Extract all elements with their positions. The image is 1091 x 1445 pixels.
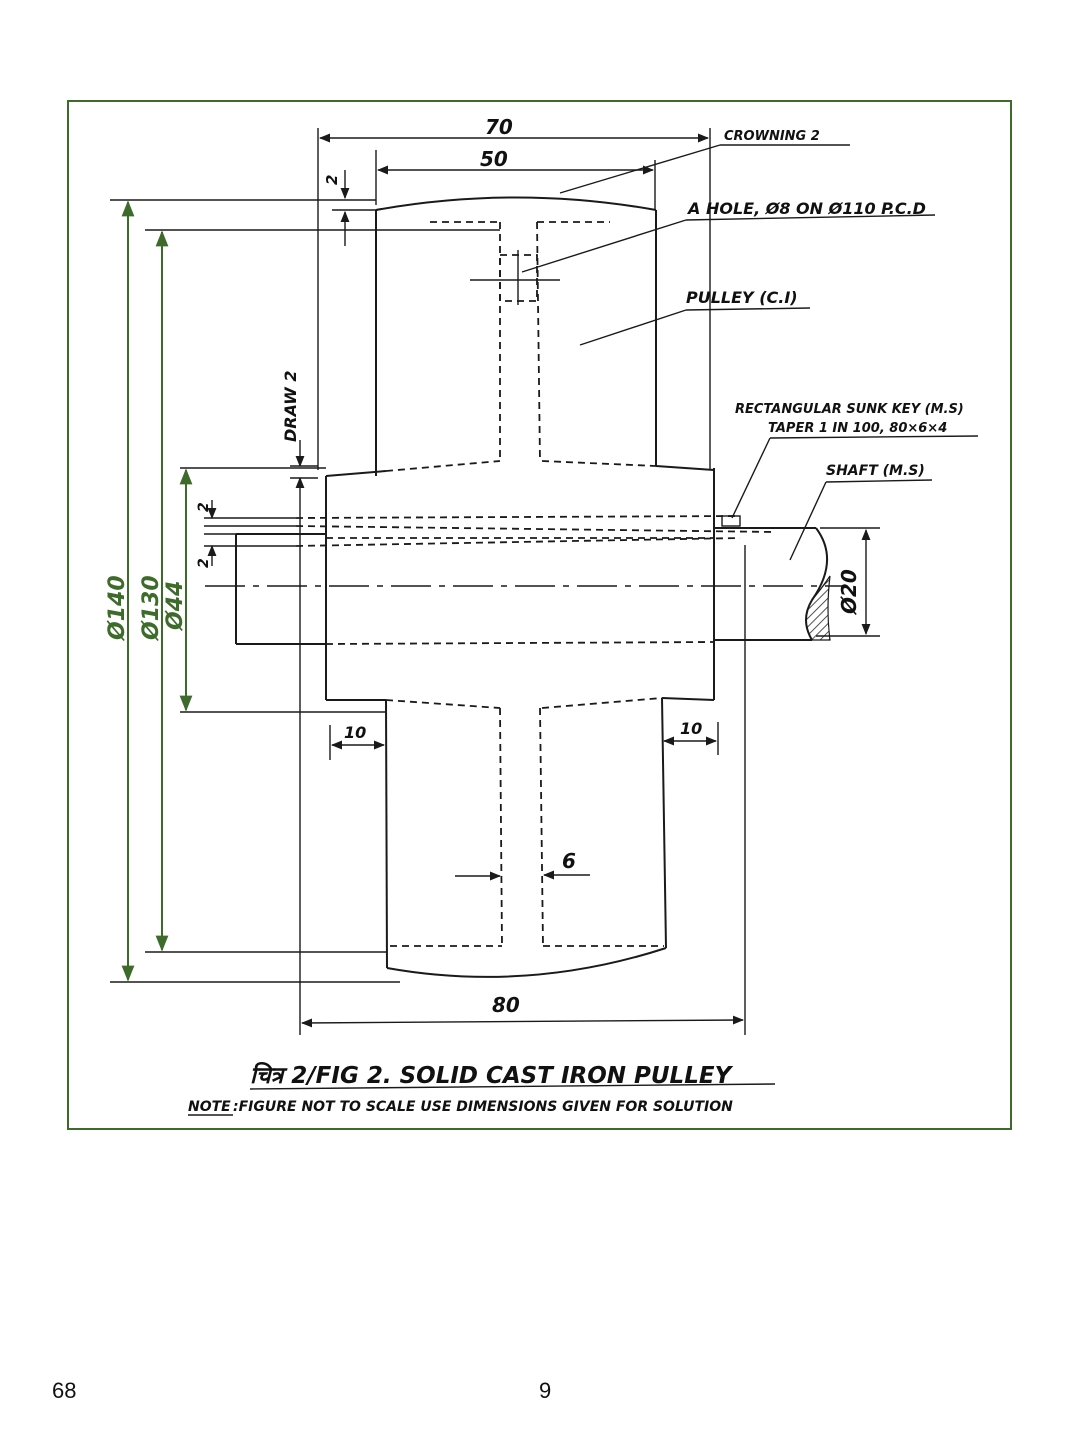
dim-d44: Ø44 bbox=[163, 468, 193, 712]
pulley-rim bbox=[375, 196, 667, 978]
dim-key-2: 2 2 bbox=[196, 500, 296, 568]
sunk-key bbox=[295, 515, 776, 547]
label-pulley: PULLEY (C.I) bbox=[579, 288, 811, 346]
svg-text:80: 80 bbox=[492, 993, 520, 1017]
svg-text:चित्र 2/FIG 2. SOLID CAST IRON: चित्र 2/FIG 2. SOLID CAST IRON PULLEY bbox=[250, 1061, 734, 1089]
dim-shaft-d20: Ø20 bbox=[816, 527, 880, 637]
svg-text:SHAFT (M.S): SHAFT (M.S) bbox=[826, 463, 925, 479]
svg-text:10: 10 bbox=[680, 719, 702, 738]
label-hole: A HOLE, Ø8 ON Ø110 P.C.D bbox=[521, 199, 936, 273]
dim-web-6: 6 bbox=[455, 849, 590, 881]
svg-text:NOTE: NOTE bbox=[188, 1099, 231, 1115]
svg-text:A HOLE, Ø8 ON Ø110 P.C.D: A HOLE, Ø8 ON Ø110 P.C.D bbox=[686, 199, 926, 218]
svg-text:Ø20: Ø20 bbox=[837, 569, 861, 615]
figure-caption: चित्र 2/FIG 2. SOLID CAST IRON PULLEY NO… bbox=[188, 1061, 776, 1116]
pulley-web bbox=[390, 221, 664, 947]
dim-draw: DRAW 2 bbox=[281, 371, 318, 505]
svg-text:50: 50 bbox=[480, 147, 508, 171]
svg-text::FIGURE NOT TO SCALE USE DIMEN: :FIGURE NOT TO SCALE USE DIMENSIONS GIVE… bbox=[233, 1099, 733, 1115]
svg-text:6: 6 bbox=[562, 849, 576, 873]
dim-d140: Ø140 bbox=[105, 200, 135, 982]
svg-text:70: 70 bbox=[485, 115, 513, 139]
dim-crown-2: 2 bbox=[323, 170, 378, 246]
svg-text:PULLEY (C.I): PULLEY (C.I) bbox=[686, 288, 798, 307]
dim-left-10: 10 bbox=[330, 723, 386, 750]
svg-text:CROWNING 2: CROWNING 2 bbox=[724, 129, 820, 144]
dim-d130: Ø130 bbox=[139, 230, 169, 952]
svg-text:Ø140: Ø140 bbox=[105, 575, 130, 642]
svg-text:TAPER 1 IN 100, 80×6×4: TAPER 1 IN 100, 80×6×4 bbox=[768, 421, 947, 436]
page-number-left: 68 bbox=[52, 1378, 77, 1403]
shaft bbox=[205, 527, 845, 645]
svg-text:RECTANGULAR SUNK KEY (M.S): RECTANGULAR SUNK KEY (M.S) bbox=[735, 402, 964, 417]
dim-rim-50: 50 bbox=[376, 147, 655, 175]
label-crowning: CROWNING 2 bbox=[559, 129, 850, 194]
svg-text:2: 2 bbox=[196, 502, 212, 512]
page-number-center: 9 bbox=[539, 1378, 552, 1403]
svg-text:DRAW 2: DRAW 2 bbox=[281, 371, 300, 442]
drawing-frame bbox=[67, 100, 1012, 1130]
svg-text:Ø44: Ø44 bbox=[163, 581, 188, 632]
dim-bottom-80: 80 bbox=[300, 993, 745, 1028]
extension-lines bbox=[110, 128, 746, 1035]
label-key: RECTANGULAR SUNK KEY (M.S) TAPER 1 IN 10… bbox=[731, 402, 979, 519]
dim-right-10: 10 bbox=[662, 719, 718, 746]
svg-text:Ø130: Ø130 bbox=[139, 575, 164, 642]
dim-top-70: 70 bbox=[318, 115, 710, 143]
pulley-hub bbox=[325, 460, 715, 709]
svg-text:2: 2 bbox=[196, 558, 212, 568]
svg-text:10: 10 bbox=[344, 723, 366, 742]
svg-text:2: 2 bbox=[323, 175, 341, 185]
label-shaft: SHAFT (M.S) bbox=[789, 463, 933, 561]
